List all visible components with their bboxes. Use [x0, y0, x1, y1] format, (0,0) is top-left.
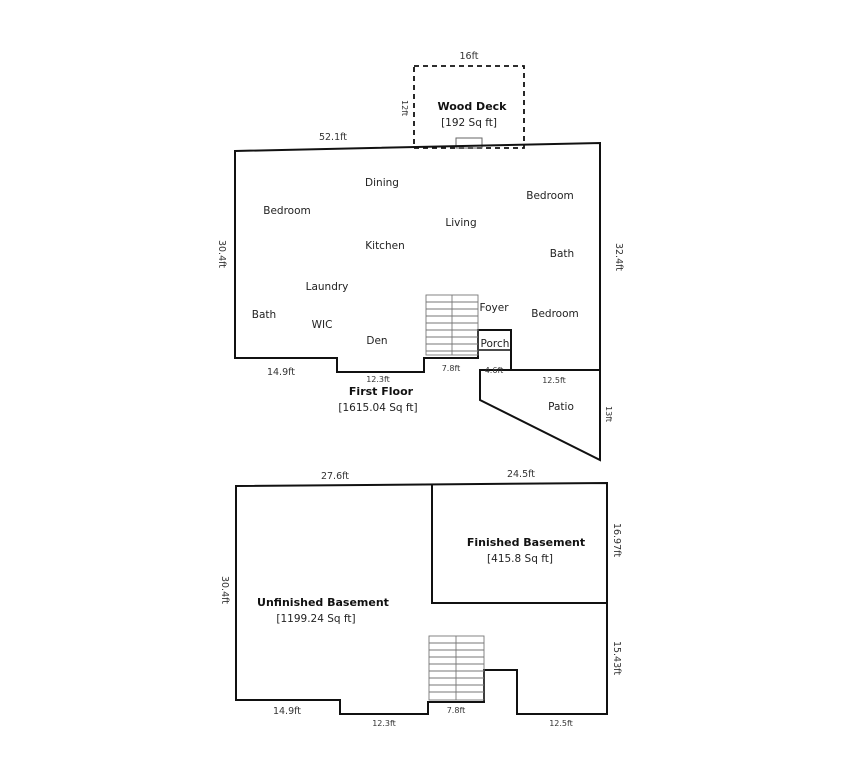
room-bedroom-left: Bedroom	[263, 205, 311, 217]
ub-dim-top: 27.6ft	[321, 471, 349, 482]
finished-basement-outline	[431, 485, 607, 604]
ff-dim-top: 52.1ft	[319, 132, 347, 143]
ub-dim-bottom-right: 12.5ft	[549, 719, 573, 728]
basement-outline	[235, 481, 608, 715]
room-bedroom-right-top: Bedroom	[526, 190, 574, 202]
first-floor-stairs	[425, 294, 479, 356]
first-floor-area: [1615.04 Sq ft]	[338, 402, 417, 414]
ub-dim-left: 30.4ft	[219, 576, 230, 604]
ub-dim-bottom-left: 14.9ft	[273, 706, 301, 717]
wood-deck-width-dim: 16ft	[460, 51, 479, 62]
patio-outline	[479, 369, 601, 462]
room-kitchen: Kitchen	[365, 240, 404, 252]
ff-dim-bottom-stair: 7.8ft	[442, 364, 461, 373]
unfinished-basement-area: [1199.24 Sq ft]	[276, 613, 355, 625]
room-laundry: Laundry	[306, 281, 349, 293]
deck-steps	[455, 137, 483, 149]
room-living: Living	[445, 217, 476, 229]
fb-dim-top: 24.5ft	[507, 469, 535, 480]
first-floor-outline	[234, 141, 601, 373]
ub-dim-right-lower: 15.43ft	[611, 641, 622, 675]
wood-deck-area: [192 Sq ft]	[441, 117, 497, 129]
finished-basement-title: Finished Basement	[467, 536, 585, 549]
ff-dim-left: 30.4ft	[216, 240, 227, 268]
finished-basement-area: [415.8 Sq ft]	[487, 553, 553, 565]
room-wic: WIC	[312, 319, 333, 331]
ub-dim-bottom-mid: 12.3ft	[372, 719, 396, 728]
first-floor-title: First Floor	[349, 385, 414, 398]
unfinished-basement-title: Unfinished Basement	[257, 596, 389, 609]
room-den: Den	[366, 335, 387, 347]
ub-dim-bottom-stair: 7.8ft	[447, 706, 466, 715]
fb-dim-right: 16.97ft	[611, 523, 622, 557]
ff-dim-patio-side: 13ft	[604, 406, 613, 422]
room-foyer: Foyer	[479, 302, 509, 314]
room-bedroom-right-bottom: Bedroom	[531, 308, 579, 320]
room-bath-right: Bath	[550, 248, 574, 260]
ff-dim-bottom-mid: 12.3ft	[366, 375, 390, 384]
ff-dim-right: 32.4ft	[613, 243, 624, 271]
basement-stairs	[428, 635, 485, 701]
room-dining: Dining	[365, 177, 399, 189]
ff-dim-bottom-right: 12.5ft	[542, 376, 566, 385]
ff-dim-bottom-left: 14.9ft	[267, 367, 295, 378]
room-bath-left: Bath	[252, 309, 276, 321]
ff-dim-bottom-porch: 4.6ft	[485, 366, 504, 375]
wood-deck-title: Wood Deck	[438, 100, 508, 113]
porch-outline	[478, 349, 512, 370]
wood-deck-height-dim: 12ft	[400, 100, 409, 116]
room-porch: Porch	[481, 338, 510, 350]
room-patio: Patio	[548, 401, 574, 413]
